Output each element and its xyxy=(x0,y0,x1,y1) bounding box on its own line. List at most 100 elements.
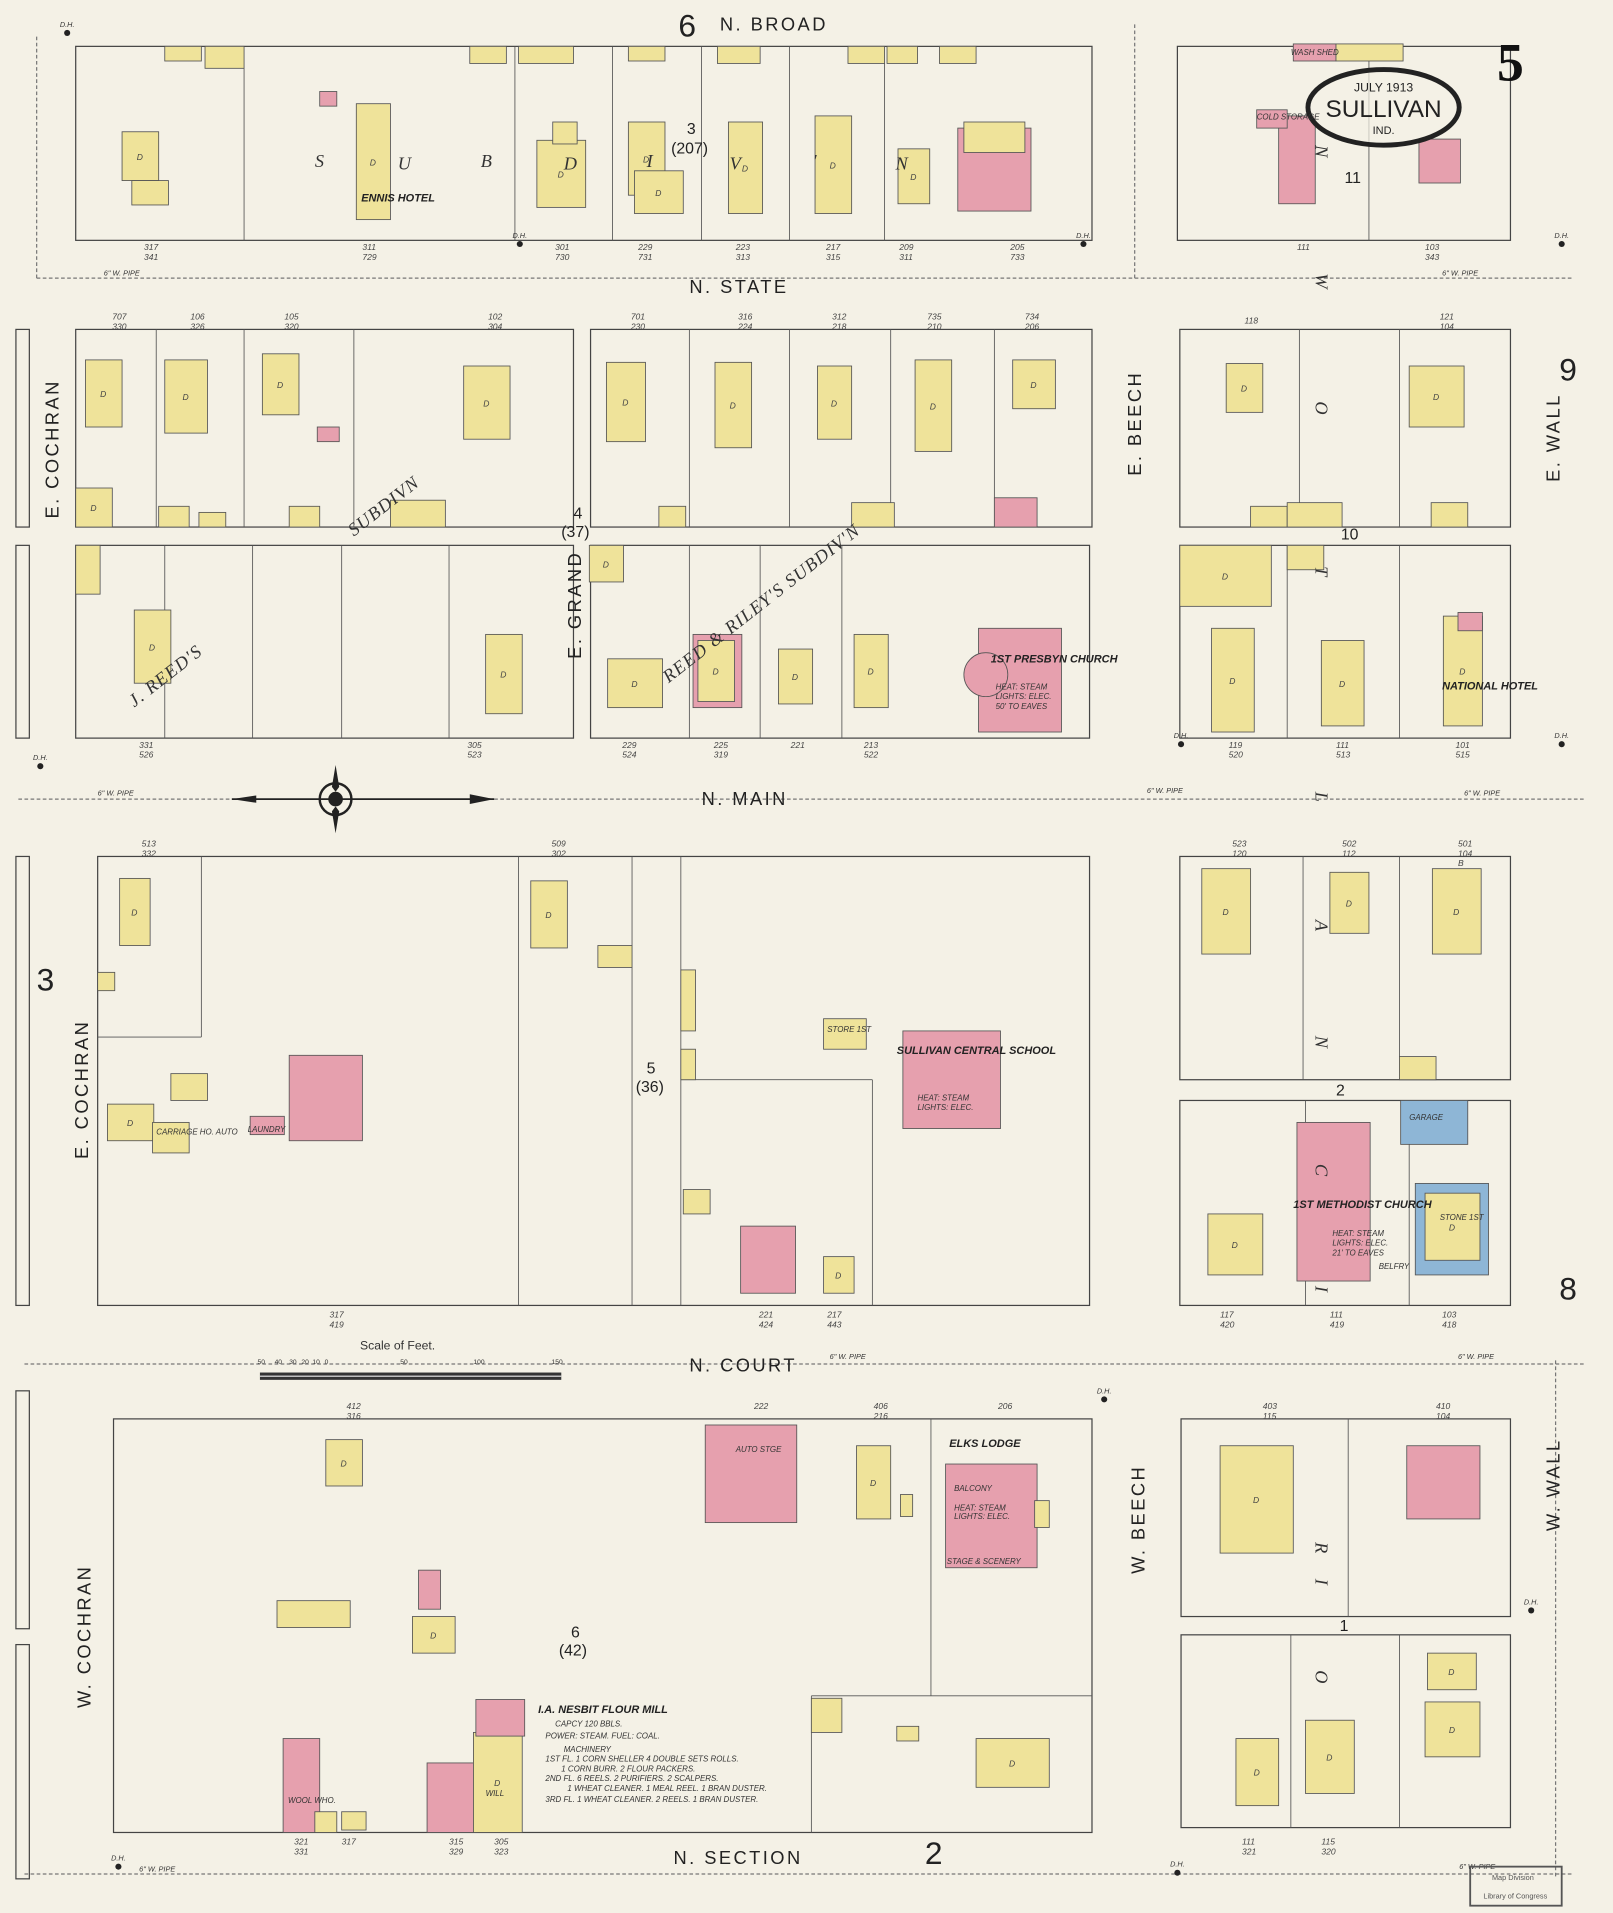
address-number: 229 xyxy=(621,740,636,750)
elks-balcony: BALCONY xyxy=(954,1484,993,1493)
dwelling-marker: D xyxy=(655,188,661,198)
street-addresses: 3173413117293017302297312233132173152093… xyxy=(112,242,1472,1856)
stone-building xyxy=(1400,1100,1469,1145)
address-number: 115 xyxy=(1263,1411,1277,1421)
water-pipes xyxy=(18,24,1587,1879)
street-n-state: N. STATE xyxy=(689,276,788,297)
brick-building xyxy=(704,1424,798,1524)
frame-dwelling xyxy=(717,45,761,64)
laundry-label: LAUNDRY xyxy=(248,1125,286,1134)
address-number: 111 xyxy=(1242,1837,1255,1847)
city-block xyxy=(589,328,1093,528)
address-number: 330 xyxy=(112,321,126,331)
scale-tick-label: 100 xyxy=(473,1359,484,1366)
mill-note: CAPCY 120 BBLS. xyxy=(555,1719,622,1728)
subdivision-letter: N xyxy=(1311,1035,1331,1050)
dwelling-marker: D xyxy=(742,163,748,173)
subdivision-letter: I xyxy=(1311,1578,1331,1586)
block-paren: (37) xyxy=(561,524,589,541)
store-label: STORE 1ST xyxy=(827,1025,872,1034)
dwelling-marker: D xyxy=(430,1630,436,1640)
brick-building xyxy=(316,426,340,443)
adjoining-sheet-east: 9 xyxy=(1559,352,1577,388)
block-number: 2 xyxy=(1336,1083,1345,1100)
city-block xyxy=(1179,544,1512,739)
dwelling-marker: D xyxy=(500,670,506,680)
dwelling-marker: D xyxy=(930,401,936,411)
dwelling-marker: D xyxy=(182,392,188,402)
dwelling-marker: D xyxy=(870,1478,876,1488)
hydrant-label: D.H. xyxy=(1554,231,1569,240)
dwelling-marker: D xyxy=(792,672,798,682)
fire-hydrant xyxy=(516,240,523,248)
address-number: 523 xyxy=(1232,839,1246,849)
fire-hydrant xyxy=(1080,240,1087,248)
frame-dwelling xyxy=(1012,359,1056,410)
frame-dwelling xyxy=(412,1616,456,1654)
subdivision-letter: U xyxy=(398,154,413,174)
methodist-heat: HEAT: STEAM xyxy=(1332,1229,1384,1238)
address-number: 121 xyxy=(1440,312,1454,322)
brick-building xyxy=(282,1738,321,1833)
frame-dwelling xyxy=(536,139,587,208)
address-number: 120 xyxy=(1232,848,1246,858)
dwelling-marker: D xyxy=(835,1271,841,1281)
dwelling-marker: D xyxy=(545,910,551,920)
street-w-beech: W. BEECH xyxy=(1127,1465,1148,1574)
pipe-label: 6" W. PIPE xyxy=(1442,269,1478,278)
frame-dwelling xyxy=(170,1073,208,1101)
frame-dwelling xyxy=(851,502,895,528)
scale-tick-label: 50 xyxy=(257,1359,265,1366)
address-number: 205 xyxy=(1009,242,1024,252)
dwelling-marker: D xyxy=(868,667,874,677)
dwelling-marker: D xyxy=(1449,1222,1455,1232)
pipe-label: 6" W. PIPE xyxy=(1464,788,1500,797)
subdivision-letter: D xyxy=(563,154,578,174)
address-number: 523 xyxy=(467,750,481,760)
dwelling-marker: D xyxy=(100,389,106,399)
garage-label: GARAGE xyxy=(1409,1113,1444,1122)
pipe-label: 6" W. PIPE xyxy=(1147,786,1183,795)
address-number: 217 xyxy=(826,1310,841,1320)
frame-dwelling xyxy=(697,640,735,702)
city-block xyxy=(1180,1418,1512,1618)
block-paren: (207) xyxy=(671,141,708,158)
elks-lodge-label: ELKS LODGE xyxy=(949,1438,1021,1450)
fire-hydrant xyxy=(1101,1396,1108,1403)
address-number: 501 xyxy=(1458,839,1472,849)
dwelling-marker: D xyxy=(483,398,489,408)
address-number: 502 xyxy=(1342,839,1356,849)
frame-dwelling xyxy=(75,544,101,595)
presbyterian-heat: HEAT: STEAM xyxy=(996,682,1048,691)
street-e-cochran-south: E. COCHRAN xyxy=(71,1020,92,1159)
address-number: 406 xyxy=(874,1401,888,1411)
dwelling-marker: D xyxy=(277,380,283,390)
address-number: 218 xyxy=(831,321,846,331)
frame-dwelling xyxy=(634,170,684,214)
address-number: 106 xyxy=(190,312,204,322)
address-number: 305 xyxy=(467,740,481,750)
frame-dwelling xyxy=(1211,627,1255,733)
frame-dwelling xyxy=(204,45,245,69)
frame-dwelling xyxy=(314,1811,338,1833)
dwelling-marker: D xyxy=(1241,384,1247,394)
hydrant-label: D.H. xyxy=(1554,731,1569,740)
address-number: 118 xyxy=(1244,315,1258,325)
frame-dwelling xyxy=(288,505,321,528)
frame-dwelling xyxy=(1408,365,1465,428)
frame-dwelling xyxy=(658,505,687,528)
frame-dwelling xyxy=(814,115,853,214)
adjoining-sheet-west: 3 xyxy=(37,962,55,998)
address-number: 117 xyxy=(1220,1310,1234,1320)
mill-note: 3RD FL. 1 WHEAT CLEANER. 2 REELS. 1 BRAN… xyxy=(545,1795,758,1804)
frame-dwelling xyxy=(853,633,889,709)
city-block xyxy=(589,544,1091,739)
frame-dwelling xyxy=(261,353,300,416)
address-number: 104 xyxy=(1436,1411,1450,1421)
frame-dwelling xyxy=(714,361,753,449)
subdivision-letter: W xyxy=(1311,273,1331,290)
address-number: 216 xyxy=(873,1411,888,1421)
address-number: 734 xyxy=(1025,312,1039,322)
